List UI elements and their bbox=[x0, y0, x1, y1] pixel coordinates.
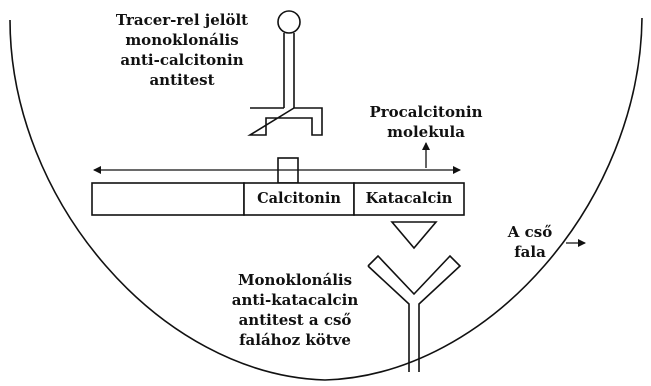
procalcitonin-n-terminal-segment bbox=[92, 183, 244, 215]
procalcitonin-label: Procalcitonin molekula bbox=[360, 102, 492, 142]
katacalcin-epitope-triangle bbox=[392, 222, 436, 248]
anti-katacalcin-antibody-shape bbox=[368, 256, 460, 372]
anti-calcitonin-antibody-shape bbox=[250, 33, 322, 135]
katacalcin-segment-label: Katacalcin bbox=[354, 189, 464, 209]
tracer-antibody-label-line-3: anti-calcitonin bbox=[108, 50, 256, 70]
capture-antibody-label-line-4: falához kötve bbox=[222, 330, 368, 350]
tube-wall-label-line-2: fala bbox=[497, 242, 563, 262]
tracer-label-circle bbox=[278, 11, 300, 33]
procalcitonin-label-line-2: molekula bbox=[360, 122, 492, 142]
tracer-antibody-label-line-4: antitest bbox=[108, 70, 256, 90]
tube-wall-label-line-1: A cső bbox=[497, 222, 563, 242]
capture-antibody-label-line-2: anti-katacalcin bbox=[222, 290, 368, 310]
capture-antibody-label: Monoklonális anti-katacalcin antitest a … bbox=[222, 270, 368, 350]
capture-antibody-label-line-1: Monoklonális bbox=[222, 270, 368, 290]
capture-antibody-label-line-3: antitest a cső bbox=[222, 310, 368, 330]
tracer-antibody-label: Tracer-rel jelölt monoklonális anti-calc… bbox=[108, 10, 256, 90]
tracer-antibody-label-line-2: monoklonális bbox=[108, 30, 256, 50]
procalcitonin-label-line-1: Procalcitonin bbox=[360, 102, 492, 122]
tube-wall-label: A cső fala bbox=[497, 222, 563, 262]
calcitonin-segment-label: Calcitonin bbox=[244, 189, 354, 209]
tracer-antibody-label-line-1: Tracer-rel jelölt bbox=[108, 10, 256, 30]
